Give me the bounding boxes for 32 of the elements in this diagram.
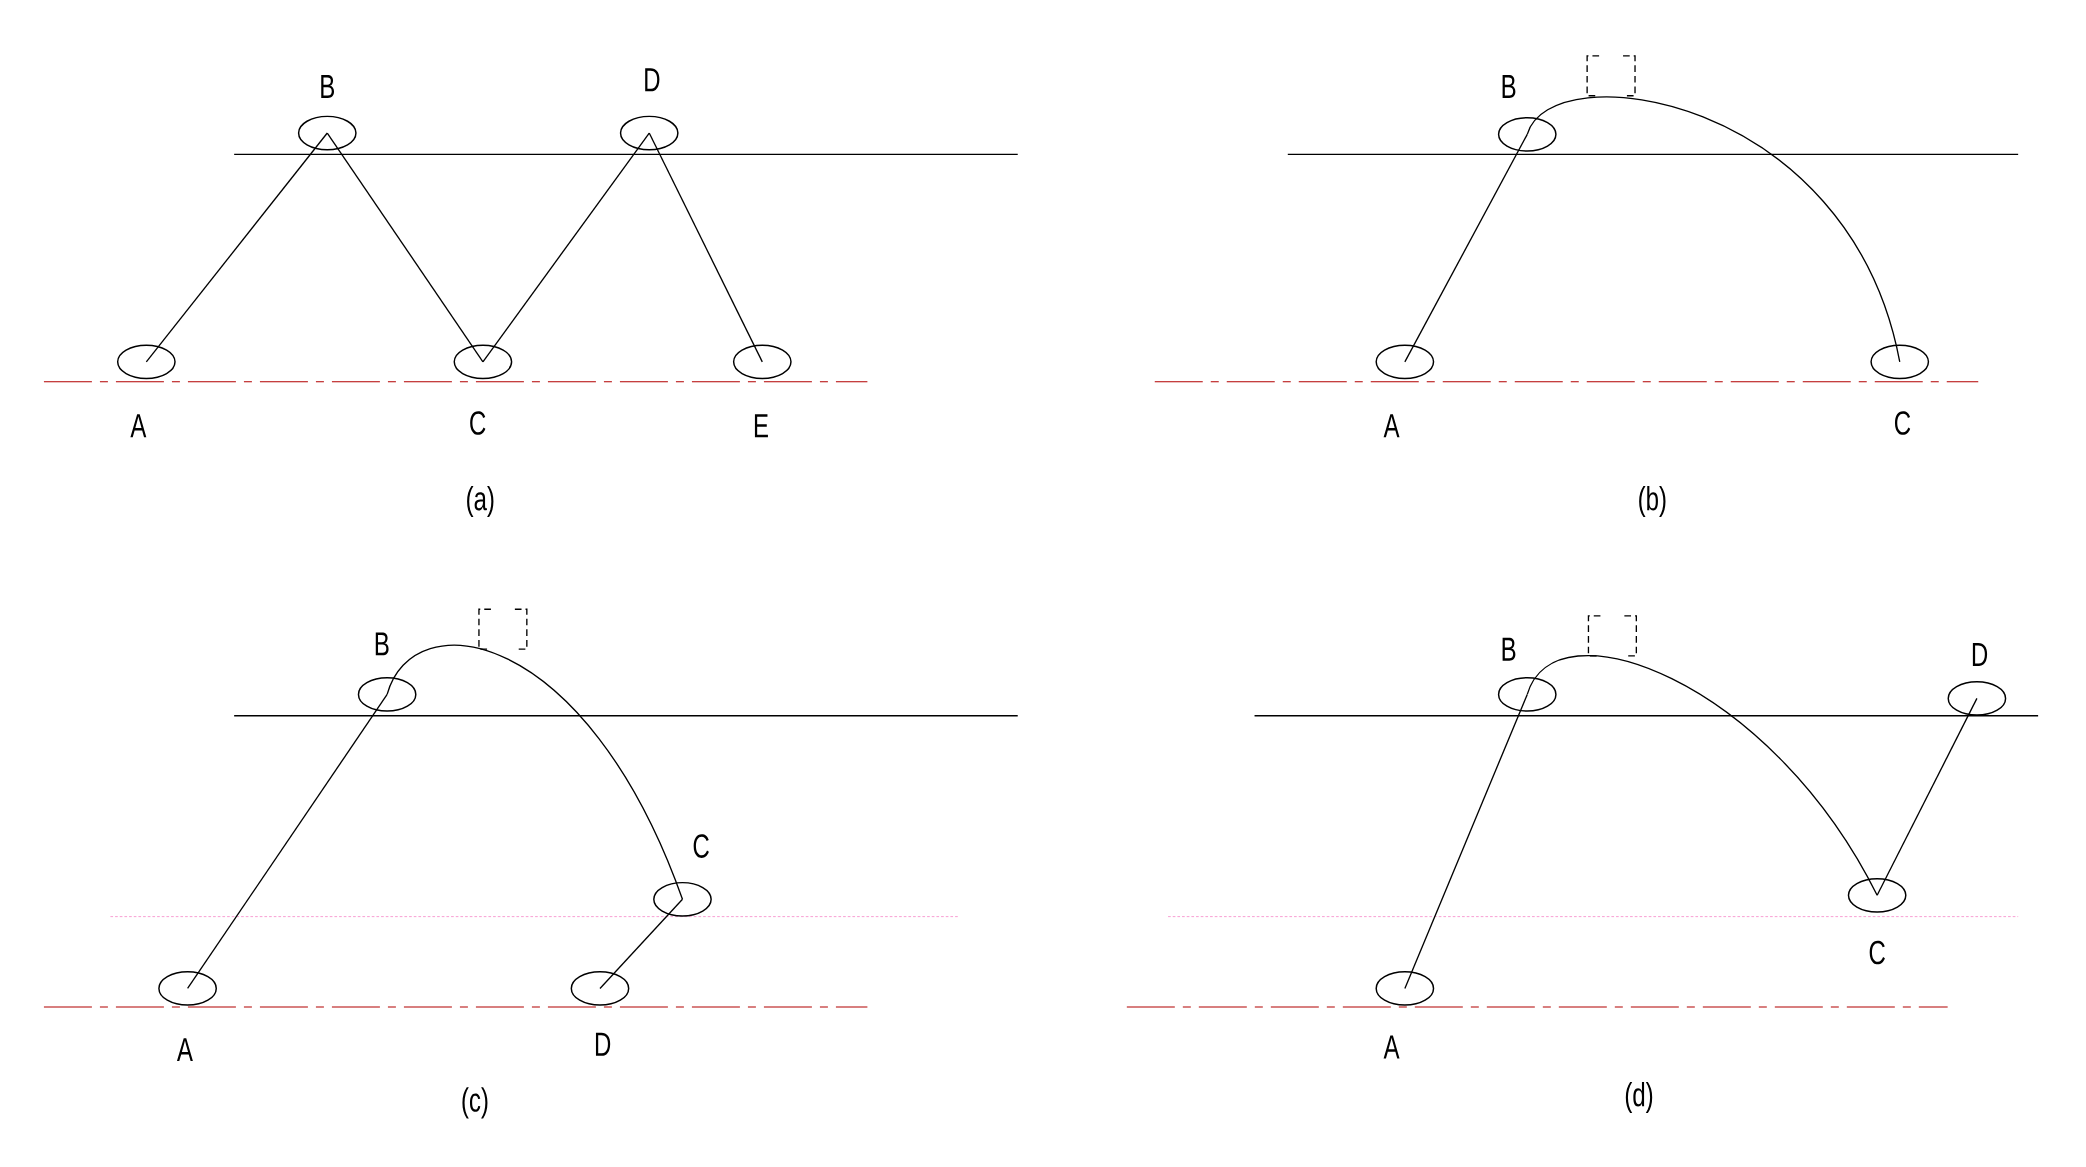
panel-caption: (b) [1639,486,1666,518]
point-label: D [595,1032,611,1056]
link-line [1526,655,1878,896]
link-line [145,132,328,363]
point-label: E [754,414,768,438]
point-label: D [645,68,660,92]
point-label: B [321,75,334,98]
point-label: D [1972,643,1988,666]
point-label: C [1869,940,1885,965]
point-label: C [470,411,486,435]
link-line [648,132,763,363]
point-label: A [1383,1035,1400,1059]
link-line [1526,96,1901,363]
panel-caption: (a) [467,486,494,518]
link-line [482,132,650,363]
link-line [326,132,484,363]
point-label: A [176,1038,193,1062]
link-line [1876,697,1978,896]
link-line [599,898,684,990]
point-label: A [1383,414,1400,438]
point-label: C [1894,411,1911,435]
point-label: B [1502,75,1516,98]
link-line [186,693,388,990]
panel-caption: (d) [1625,1082,1653,1114]
point-label: C [693,834,709,858]
point-label: A [130,414,147,438]
panel-caption: (c) [462,1087,488,1119]
link-line [386,644,684,900]
point-label: B [1502,637,1516,661]
point-label: B [375,632,389,656]
link-line [1404,133,1528,363]
link-line [1404,693,1528,990]
